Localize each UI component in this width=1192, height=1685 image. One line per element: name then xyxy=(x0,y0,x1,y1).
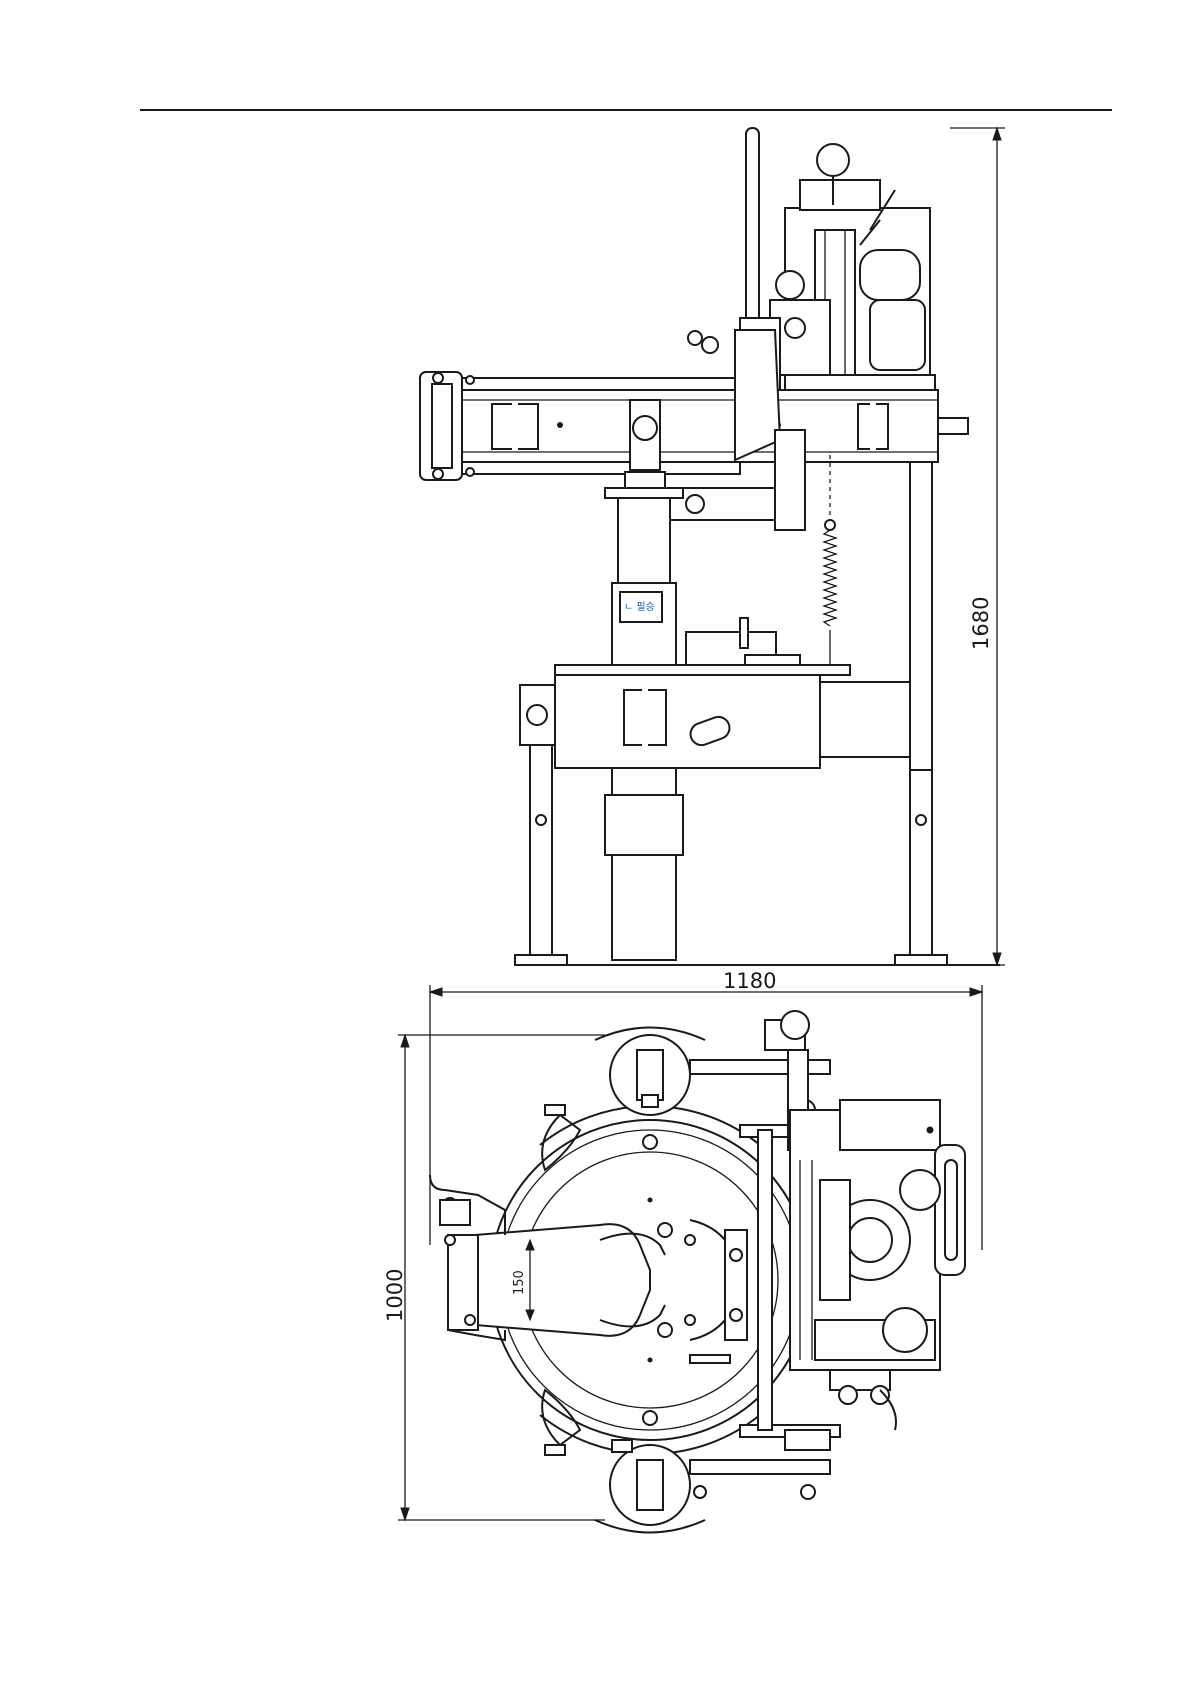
top-motor-assembly xyxy=(790,1100,965,1430)
link-plate xyxy=(735,330,780,460)
left-post xyxy=(530,745,552,960)
side-view: ㄴ 필승 xyxy=(420,128,1000,965)
label-plate-text: ㄴ 필승 xyxy=(624,601,655,613)
height-dimension-label: 1680 xyxy=(969,597,993,650)
horizontal-arm xyxy=(420,372,968,488)
left-foot xyxy=(515,955,567,965)
depth-dimension-label: 1000 xyxy=(383,1269,407,1322)
lower-rail xyxy=(690,1460,830,1474)
spring xyxy=(824,530,836,626)
width-dimension-label: 1180 xyxy=(723,969,776,993)
clamp-jaw xyxy=(475,1224,650,1336)
height-dimension: 1680 xyxy=(950,128,1005,965)
vertical-rod xyxy=(758,1130,772,1430)
right-foot xyxy=(895,955,947,965)
top-view: 150 xyxy=(430,1011,965,1533)
main-frame xyxy=(520,665,929,768)
vertical-handle xyxy=(746,128,759,328)
clamp-width-label: 150 xyxy=(512,1270,527,1295)
motor-assembly xyxy=(770,144,935,390)
